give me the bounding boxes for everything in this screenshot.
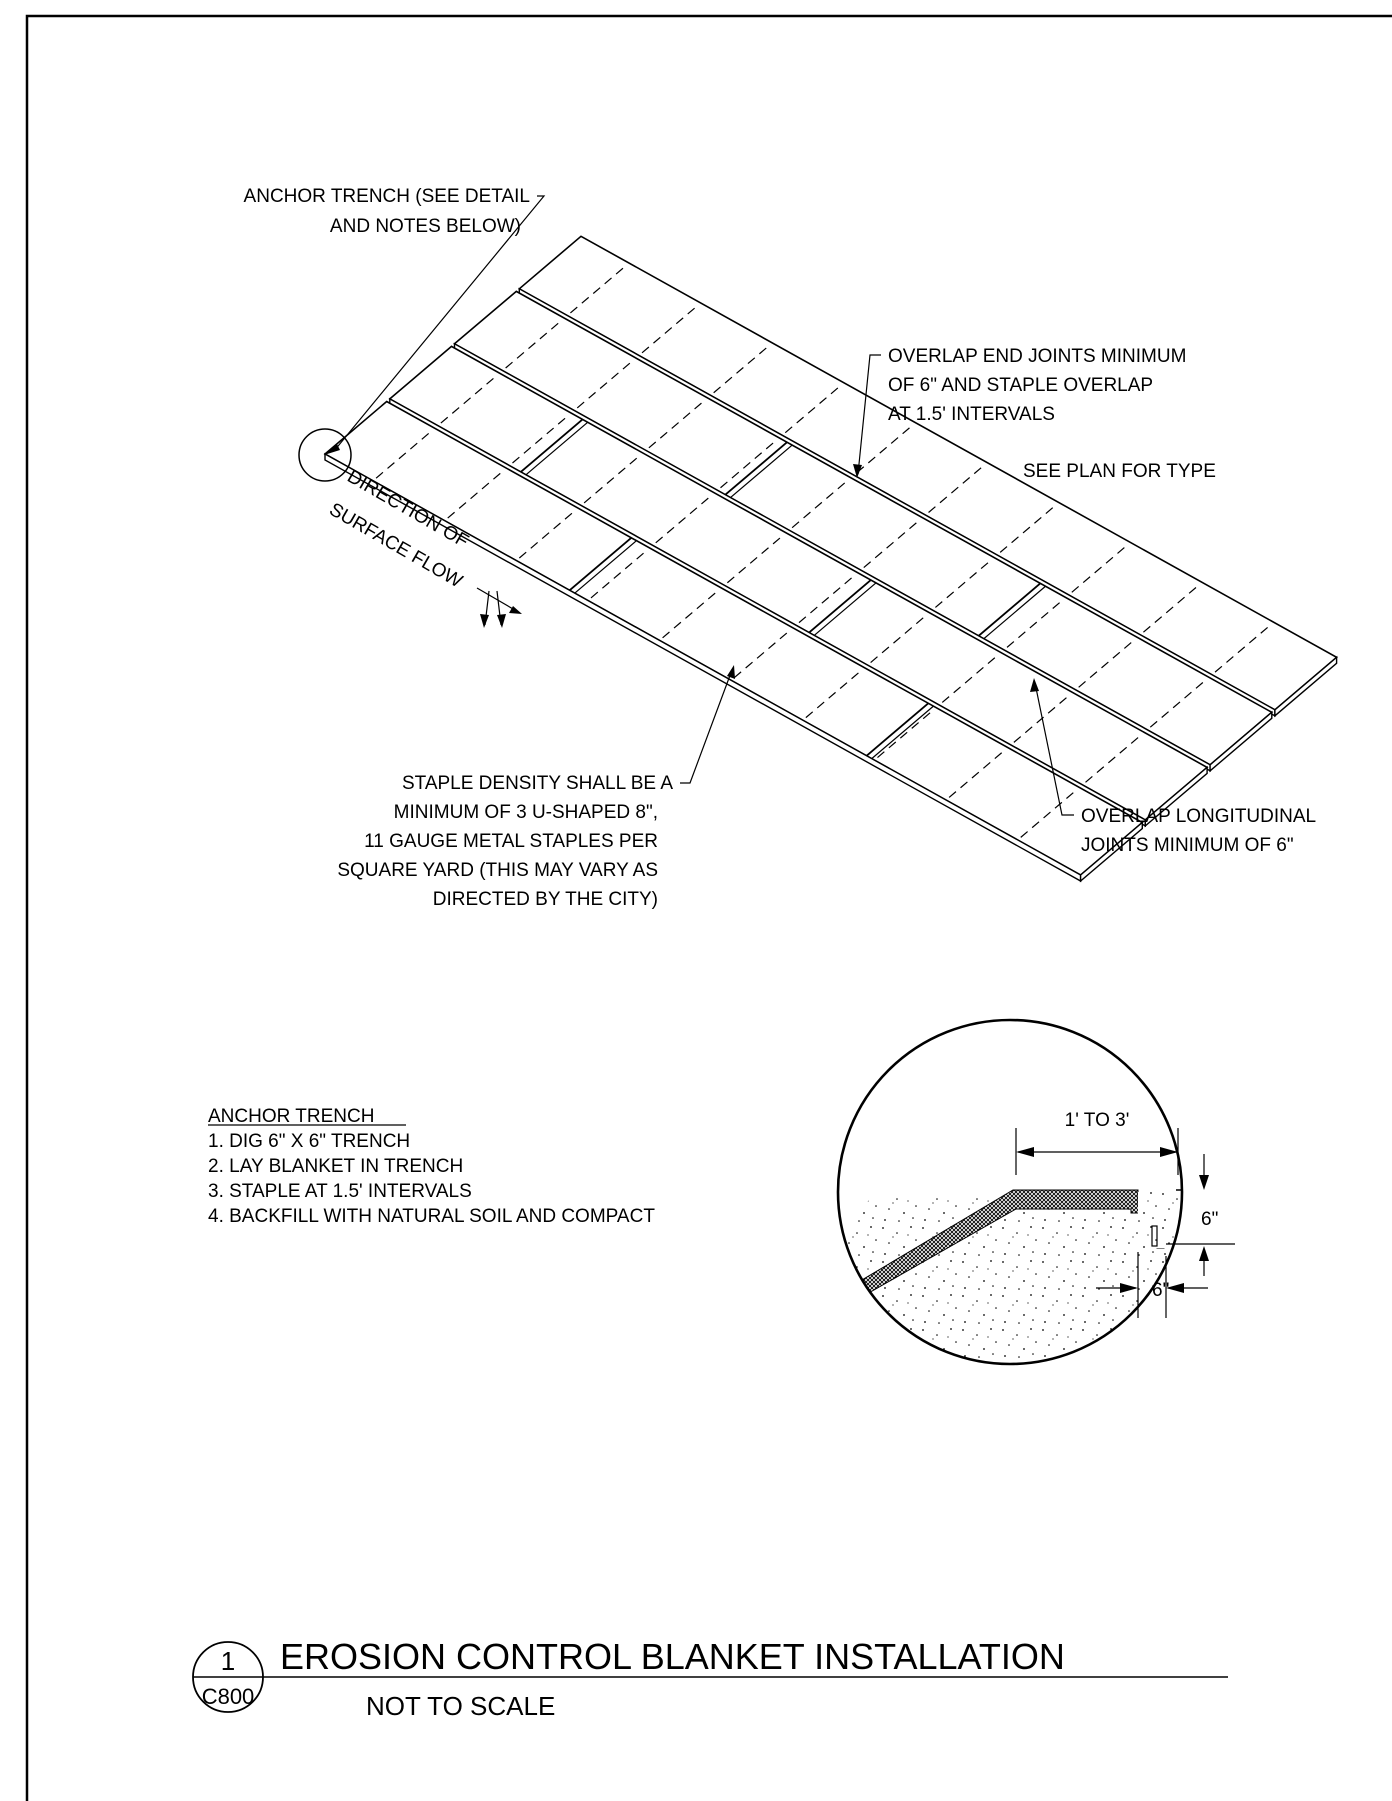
staple-label-1: STAPLE DENSITY SHALL BE A bbox=[402, 773, 673, 794]
anchor-leader-arrow bbox=[324, 444, 340, 455]
strip-end-edge bbox=[1209, 710, 1273, 773]
staple-row bbox=[576, 360, 634, 409]
detail-scale: NOT TO SCALE bbox=[366, 1691, 555, 1721]
depth-dimension: 6" bbox=[1201, 1209, 1218, 1230]
staple-row bbox=[928, 464, 985, 513]
width-dimension: 1' TO 3' bbox=[1065, 1110, 1130, 1131]
staple-row bbox=[1078, 639, 1135, 688]
staple-row bbox=[1214, 624, 1272, 673]
staple-row bbox=[641, 305, 699, 354]
staple-row bbox=[1020, 789, 1077, 838]
end-joint-overlap bbox=[574, 540, 637, 594]
staple-row bbox=[1149, 679, 1207, 728]
strip-end-edge bbox=[1144, 765, 1208, 828]
staple-row bbox=[856, 424, 913, 474]
trench-detail: 1' TO 3' 6" 6" bbox=[836, 1018, 1235, 1366]
overlap-long-leader bbox=[1034, 682, 1074, 816]
overlap-long-arrow bbox=[1030, 678, 1039, 692]
end-joint-line bbox=[724, 441, 788, 496]
staple-row bbox=[935, 559, 992, 608]
overlap-end-label-2: OF 6" AND STAPLE OVERLAP bbox=[888, 375, 1153, 396]
staple-row bbox=[805, 669, 862, 719]
end-joint-line bbox=[808, 579, 872, 634]
end-joint-overlap bbox=[983, 585, 1046, 640]
staple-row bbox=[447, 470, 504, 519]
staple-row bbox=[648, 400, 705, 449]
staple-row bbox=[1006, 599, 1064, 648]
staple-row bbox=[1085, 734, 1142, 783]
detail-circle bbox=[836, 1018, 1184, 1366]
staple-arrow bbox=[727, 665, 735, 679]
anchor-leader bbox=[333, 195, 546, 452]
end-joint-line bbox=[978, 582, 1041, 637]
notes-heading: ANCHOR TRENCH bbox=[208, 1106, 374, 1127]
end-joint-line bbox=[568, 537, 632, 591]
overlap-end-label-1: OVERLAP END JOINTS MINIMUM bbox=[888, 346, 1186, 367]
detail-number: 1 bbox=[221, 1646, 235, 1676]
staple-row bbox=[713, 344, 770, 394]
note-item-1: 1. DIG 6" X 6" TRENCH bbox=[208, 1131, 410, 1152]
staple-row bbox=[948, 749, 1006, 798]
staple-row bbox=[999, 504, 1057, 553]
strip-end-edge bbox=[1079, 820, 1144, 883]
note-item-2: 2. LAY BLANKET IN TRENCH bbox=[208, 1156, 463, 1177]
staple-row bbox=[1071, 544, 1128, 593]
staple-row bbox=[1143, 584, 1200, 633]
trench-width-dimension: 6" bbox=[1152, 1280, 1169, 1301]
note-item-3: 3. STAPLE AT 1.5' INTERVALS bbox=[208, 1181, 472, 1202]
staple-row bbox=[877, 709, 934, 758]
staple-row bbox=[720, 439, 777, 489]
staple-row bbox=[798, 574, 856, 624]
end-joint-overlap bbox=[729, 444, 793, 499]
anchor-trench-label-2: AND NOTES BELOW) bbox=[330, 216, 521, 237]
end-joint-overlap bbox=[525, 421, 588, 476]
staple-row bbox=[518, 510, 576, 559]
staple-row bbox=[655, 495, 712, 544]
staple-row bbox=[512, 415, 569, 464]
staple-row bbox=[870, 614, 927, 664]
end-joint-overlap bbox=[813, 582, 877, 636]
end-joint-line bbox=[865, 702, 929, 757]
staple-row bbox=[570, 265, 627, 314]
staple-leader bbox=[680, 669, 733, 784]
staple-label-4: SQUARE YARD (THIS MAY VARY AS bbox=[337, 860, 658, 881]
overlap-end-label-3: AT 1.5' INTERVALS bbox=[888, 404, 1055, 425]
staple-row bbox=[1013, 694, 1070, 743]
staple-label-5: DIRECTED BY THE CITY) bbox=[433, 889, 658, 910]
staple-row bbox=[583, 455, 641, 504]
end-joint-overlap bbox=[871, 705, 934, 760]
anchor-trench-label-1: ANCHOR TRENCH (SEE DETAIL bbox=[244, 186, 530, 207]
note-item-4: 4. BACKFILL WITH NATURAL SOIL AND COMPAC… bbox=[208, 1206, 655, 1227]
staple-row bbox=[590, 550, 647, 599]
end-joint-line bbox=[520, 418, 584, 473]
detail-title-block: 1 C800 EROSION CONTROL BLANKET INSTALLAT… bbox=[192, 1636, 1228, 1721]
overlap-end-arrow bbox=[853, 464, 862, 478]
staple-row bbox=[726, 534, 784, 584]
overlap-long-label-1: OVERLAP LONGITUDINAL bbox=[1081, 806, 1316, 827]
staple-row bbox=[941, 654, 999, 703]
staple-row bbox=[784, 384, 842, 434]
staple-row bbox=[791, 479, 849, 529]
flow-arrow-icon bbox=[476, 587, 522, 628]
sheet-number: C800 bbox=[202, 1684, 255, 1709]
anchor-trench-circle bbox=[298, 428, 352, 482]
staple-row bbox=[375, 430, 433, 479]
staple-row bbox=[440, 375, 497, 424]
staple-label-2: MINIMUM OF 3 U-SHAPED 8", bbox=[394, 802, 658, 823]
staple-row bbox=[863, 519, 920, 569]
strip-end-edge bbox=[1274, 655, 1338, 718]
overlap-end-leader bbox=[857, 354, 881, 475]
see-plan-label: SEE PLAN FOR TYPE bbox=[1023, 461, 1216, 482]
overlap-long-label-2: JOINTS MINIMUM OF 6" bbox=[1081, 835, 1294, 856]
staple-row bbox=[505, 320, 562, 369]
detail-title: EROSION CONTROL BLANKET INSTALLATION bbox=[280, 1636, 1065, 1677]
staple-icon bbox=[1151, 1225, 1158, 1247]
staple-row bbox=[733, 629, 791, 679]
staple-row bbox=[662, 590, 719, 639]
staple-label-3: 11 GAUGE METAL STAPLES PER bbox=[364, 831, 658, 852]
sheet-border bbox=[25, 14, 1392, 1801]
erosion-blanket-isometric bbox=[323, 235, 1338, 883]
